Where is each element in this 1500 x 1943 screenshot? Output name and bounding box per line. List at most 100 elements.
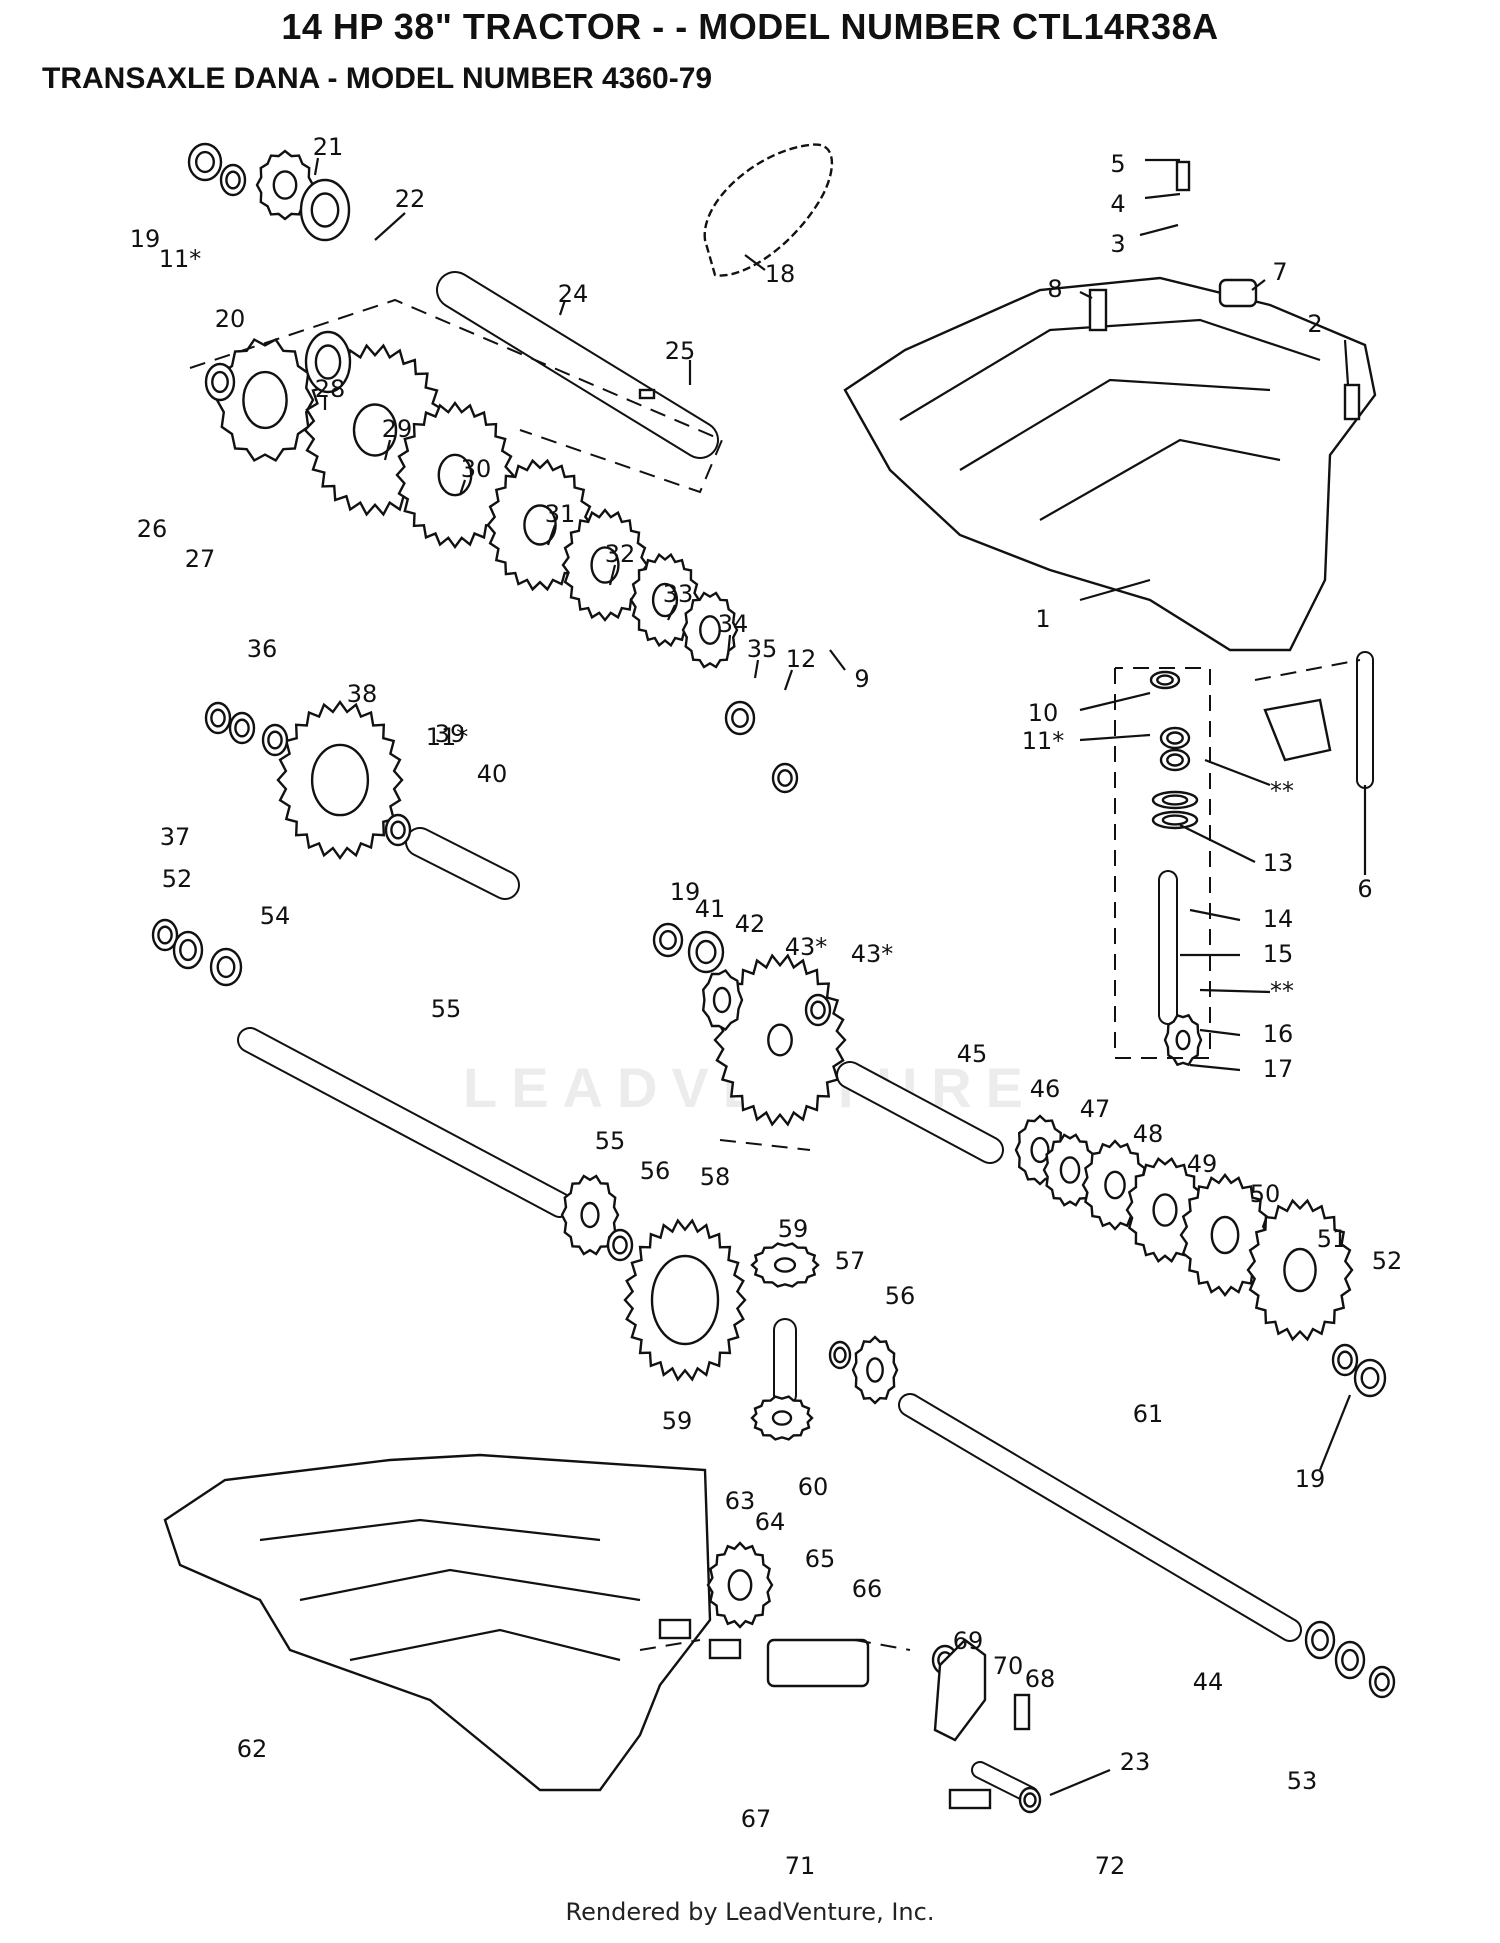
washer-inner — [157, 925, 173, 945]
gear-bore — [242, 370, 288, 430]
callout-label: 40 — [477, 760, 508, 788]
washer-inner — [179, 938, 197, 962]
gear-bore — [1210, 1215, 1240, 1255]
sprocket-upper — [255, 149, 315, 221]
washer — [1151, 790, 1199, 810]
callout-label: 68 — [1025, 1665, 1056, 1693]
assembly-outline — [1254, 659, 1361, 681]
callout-label: 55 — [431, 995, 462, 1023]
spider-gear-top — [750, 1242, 820, 1288]
gear-bore — [1283, 1247, 1317, 1293]
callout-label: 56 — [885, 1282, 916, 1310]
gear-bore — [699, 615, 721, 645]
washer — [204, 701, 232, 735]
callout-label: 51 — [1317, 1225, 1348, 1253]
brake-arm — [933, 1638, 987, 1742]
washer-inner — [1156, 674, 1174, 686]
washer — [172, 930, 204, 970]
callout-leader — [667, 604, 676, 621]
washer — [804, 993, 832, 1027]
gear-large — [1246, 1198, 1354, 1342]
gear-bore — [651, 582, 679, 618]
callout-label: 66 — [852, 1575, 883, 1603]
callout-leader — [1179, 824, 1256, 863]
spider-gear-bottom — [750, 1395, 814, 1441]
callout-label: 10 — [1028, 699, 1059, 727]
gear-bore — [767, 1023, 793, 1057]
callout-leader — [1079, 291, 1093, 299]
callout-label: 21 — [313, 133, 344, 161]
callout-label: 22 — [395, 185, 426, 213]
callout-leader — [1079, 733, 1151, 742]
callout-leader — [546, 524, 557, 546]
washer — [1368, 1665, 1396, 1699]
callout-label: 64 — [755, 1508, 786, 1536]
gear-small — [1042, 1133, 1098, 1207]
gear-bore — [310, 743, 370, 817]
callout-label: 59 — [778, 1215, 809, 1243]
callout-label: 57 — [835, 1247, 866, 1275]
washer-inner — [210, 708, 226, 728]
callout-label: 59 — [662, 1407, 693, 1435]
callout-label: 20 — [215, 305, 246, 333]
gear-bore — [773, 1257, 797, 1273]
gear-bore — [712, 986, 732, 1014]
callout-label: 50 — [1250, 1180, 1281, 1208]
callout-label: 38 — [347, 680, 378, 708]
washer — [828, 1340, 852, 1370]
callout-label: 44 — [1193, 1668, 1224, 1696]
callout-label: 67 — [741, 1805, 772, 1833]
callout-label: 41 — [695, 895, 726, 923]
washer-inner — [1341, 1648, 1359, 1672]
callout-leader — [744, 254, 766, 271]
washer — [1151, 810, 1199, 830]
callout-label: 39 — [435, 720, 466, 748]
cluster-gear — [276, 699, 404, 861]
callout-label: 54 — [260, 902, 291, 930]
callout-label: 65 — [805, 1545, 836, 1573]
gear-bore — [1059, 1156, 1081, 1184]
shift-fork — [1263, 698, 1332, 762]
callout-leader — [1343, 339, 1350, 386]
callout-leader — [1189, 1063, 1241, 1072]
callout-label: 11* — [426, 723, 469, 751]
washer — [261, 723, 289, 757]
callout-label: 58 — [700, 1163, 731, 1191]
gear-small — [681, 591, 739, 669]
callout-label: 56 — [640, 1157, 671, 1185]
gear-bore — [1152, 1193, 1178, 1227]
callout-label: 37 — [160, 823, 191, 851]
gear-small — [629, 552, 701, 648]
footer-credit: Rendered by LeadVenture, Inc. — [565, 1898, 935, 1926]
washer — [606, 1228, 634, 1262]
drive-chain — [703, 143, 834, 277]
callout-leader — [374, 212, 406, 241]
washer-inner — [234, 718, 250, 738]
gear-bore — [523, 504, 557, 546]
callout-label: 71 — [785, 1852, 816, 1880]
washer-inner — [225, 170, 241, 190]
washer-inner — [1311, 1628, 1329, 1652]
washer-inner — [211, 370, 229, 394]
washer — [209, 947, 243, 987]
callout-label: 46 — [1030, 1075, 1061, 1103]
brake-bracket — [766, 1638, 870, 1688]
callout-label: 19 — [130, 225, 161, 253]
callout-leader — [558, 299, 567, 316]
callout-leader — [1204, 758, 1271, 787]
callout-label: 17 — [1263, 1055, 1294, 1083]
callout-label: 28 — [315, 375, 346, 403]
gear-large — [395, 400, 515, 550]
callout-label: 1 — [1035, 605, 1050, 633]
gear-bore — [352, 403, 398, 457]
key — [638, 388, 656, 400]
callout-label: 63 — [725, 1487, 756, 1515]
washer — [1331, 1343, 1359, 1377]
callout-label: ** — [1270, 977, 1294, 1005]
callout-leader — [608, 564, 617, 586]
callout-label: 72 — [1095, 1852, 1126, 1880]
washer-inner — [1166, 753, 1184, 767]
washer-inner — [731, 708, 749, 729]
brake-pad — [708, 1638, 742, 1660]
